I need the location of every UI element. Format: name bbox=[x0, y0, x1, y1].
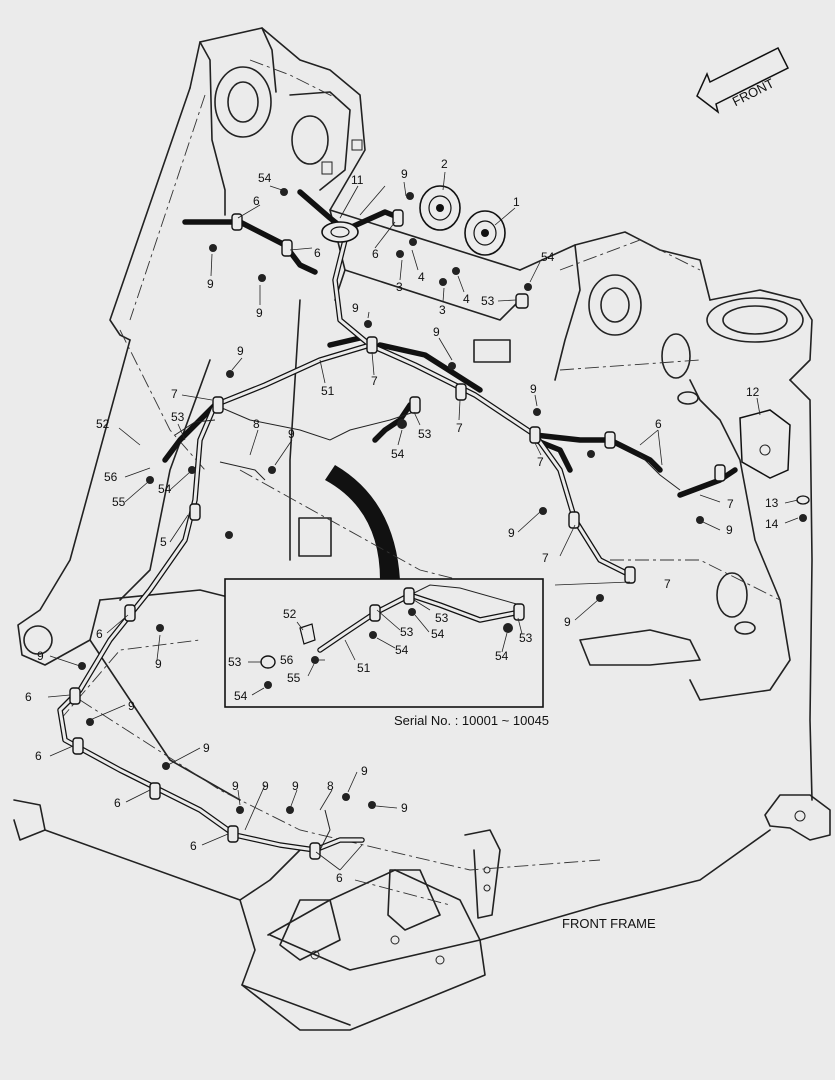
inset-callout-53: 53 bbox=[519, 631, 533, 645]
callout-9: 9 bbox=[433, 325, 440, 339]
callout-9: 9 bbox=[237, 344, 244, 358]
callout-53: 53 bbox=[171, 410, 185, 424]
callout-9: 9 bbox=[292, 779, 299, 793]
callout-54: 54 bbox=[258, 171, 272, 185]
inset-callout-55: 55 bbox=[287, 671, 301, 685]
callout-9: 9 bbox=[207, 277, 214, 291]
callout-2: 2 bbox=[441, 157, 448, 171]
callout-numbers: 1 2 11 9 54 6 6 6 9 9 3 3 4 4 54 53 9 9 … bbox=[25, 157, 779, 885]
grommet-11 bbox=[321, 221, 359, 243]
inset-callout-54: 54 bbox=[495, 649, 509, 663]
callout-9: 9 bbox=[352, 301, 359, 315]
bracket-12 bbox=[739, 409, 791, 479]
callout-11: 11 bbox=[351, 173, 364, 187]
callout-5: 5 bbox=[160, 535, 167, 549]
callout-9: 9 bbox=[128, 699, 135, 713]
callout-8: 8 bbox=[253, 417, 260, 431]
callout-4: 4 bbox=[418, 270, 425, 284]
horn-2 bbox=[419, 185, 461, 231]
callout-9: 9 bbox=[203, 741, 210, 755]
callout-53: 53 bbox=[481, 294, 495, 308]
callout-9: 9 bbox=[155, 657, 162, 671]
callout-9: 9 bbox=[508, 526, 515, 540]
callout-9: 9 bbox=[256, 306, 263, 320]
inset-callout-51: 51 bbox=[357, 661, 371, 675]
callout-13: 13 bbox=[765, 496, 779, 510]
inset-callout-56: 56 bbox=[280, 653, 294, 667]
front-frame-label: FRONT FRAME bbox=[562, 916, 656, 931]
inset-callout-53: 53 bbox=[435, 611, 449, 625]
callout-56: 56 bbox=[104, 470, 118, 484]
callout-52: 52 bbox=[96, 417, 110, 431]
callout-7: 7 bbox=[456, 421, 463, 435]
callout-54: 54 bbox=[391, 447, 405, 461]
callout-9: 9 bbox=[232, 779, 239, 793]
callout-53: 53 bbox=[418, 427, 432, 441]
callout-8: 8 bbox=[327, 779, 334, 793]
callout-3: 3 bbox=[396, 280, 403, 294]
serial-number-label: Serial No. : 10001 ~ 10045 bbox=[394, 713, 549, 728]
serial-inset: 52 56 55 51 53 54 53 54 53 54 53 54 bbox=[224, 578, 544, 708]
callout-12: 12 bbox=[746, 385, 760, 399]
callout-55: 55 bbox=[112, 495, 126, 509]
callout-51: 51 bbox=[321, 384, 335, 398]
callout-3: 3 bbox=[439, 303, 446, 317]
inset-callout-53: 53 bbox=[228, 655, 242, 669]
callout-14: 14 bbox=[765, 517, 779, 531]
callout-7: 7 bbox=[371, 374, 378, 388]
callout-7: 7 bbox=[537, 455, 544, 469]
callout-9: 9 bbox=[37, 649, 44, 663]
callout-6: 6 bbox=[655, 417, 662, 431]
callout-6: 6 bbox=[253, 194, 260, 208]
front-frame-outline bbox=[13, 27, 831, 1031]
callout-9: 9 bbox=[288, 427, 295, 441]
callout-6: 6 bbox=[114, 796, 121, 810]
inset-callout-54: 54 bbox=[395, 643, 409, 657]
callout-6: 6 bbox=[190, 839, 197, 853]
inset-callout-54: 54 bbox=[431, 627, 445, 641]
callout-7: 7 bbox=[171, 387, 178, 401]
inset-callout-54: 54 bbox=[234, 689, 248, 703]
callout-54: 54 bbox=[541, 250, 555, 264]
horn-1 bbox=[464, 210, 506, 256]
front-direction-arrow: FRONT bbox=[696, 46, 790, 114]
callout-9: 9 bbox=[401, 801, 408, 815]
callout-9: 9 bbox=[262, 779, 269, 793]
harness-clips bbox=[69, 209, 726, 860]
callout-6: 6 bbox=[372, 247, 379, 261]
callout-9: 9 bbox=[726, 523, 733, 537]
leader-lines bbox=[47, 171, 799, 871]
callout-9: 9 bbox=[530, 382, 537, 396]
callout-1: 1 bbox=[513, 195, 520, 209]
callout-9: 9 bbox=[401, 167, 408, 181]
callout-7: 7 bbox=[727, 497, 734, 511]
callout-6: 6 bbox=[336, 871, 343, 885]
inset-callout-53: 53 bbox=[400, 625, 414, 639]
callout-6: 6 bbox=[314, 246, 321, 260]
callout-6: 6 bbox=[25, 690, 32, 704]
callout-7: 7 bbox=[542, 551, 549, 565]
callout-9: 9 bbox=[564, 615, 571, 629]
callout-54: 54 bbox=[158, 482, 172, 496]
callout-6: 6 bbox=[35, 749, 42, 763]
inset-callout-52: 52 bbox=[283, 607, 297, 621]
callout-4: 4 bbox=[463, 292, 470, 306]
callout-6: 6 bbox=[96, 627, 103, 641]
callout-9: 9 bbox=[361, 764, 368, 778]
callout-7: 7 bbox=[664, 577, 671, 591]
